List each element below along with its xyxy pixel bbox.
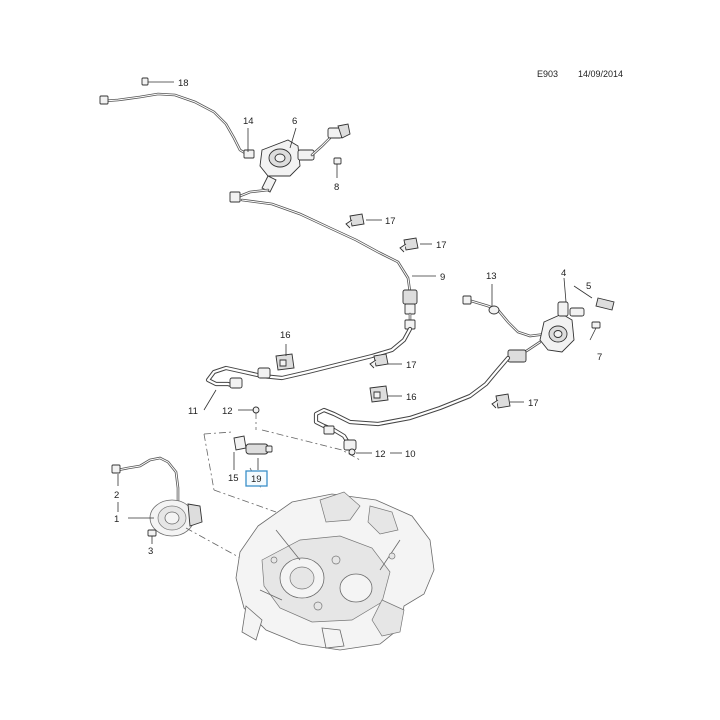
callout-12-lower: 12 (375, 449, 386, 460)
callout-17-upper-a: 17 (385, 216, 396, 227)
callout-8: 8 (334, 182, 339, 193)
callout-17-middle: 17 (406, 360, 417, 371)
clip-17-middle (369, 353, 389, 369)
clip-17-upper-b (399, 237, 419, 253)
callout-16-lower: 16 (406, 392, 417, 403)
callout-16-upper: 16 (280, 330, 291, 341)
callout-4: 4 (561, 268, 566, 279)
assembly-dashline-1 (185, 527, 245, 561)
upper-clutch-pipe (99, 92, 255, 159)
clip-17-right (491, 393, 511, 409)
callout-9: 9 (440, 272, 445, 283)
callout-12-upper: 12 (222, 406, 233, 417)
diagram-date: 14/09/2014 (578, 69, 623, 79)
callout-6: 6 (292, 116, 297, 127)
bolt-7 (589, 321, 601, 341)
clutch-pipe-11 (205, 326, 413, 389)
clip-16-upper (275, 353, 295, 371)
callout-2: 2 (114, 490, 119, 501)
callout-11: 11 (188, 406, 198, 417)
callout-1: 1 (114, 514, 119, 525)
clip-17-upper-a (345, 213, 365, 229)
bolt-8 (333, 157, 342, 178)
leader-lines (117, 77, 593, 544)
callout-15: 15 (228, 473, 239, 484)
callout-5: 5 (586, 281, 591, 292)
concentric-slave-cylinder (111, 456, 203, 537)
assembly-dashline-2 (213, 489, 277, 513)
slave-cylinder-group (203, 406, 361, 491)
callout-14: 14 (243, 116, 254, 127)
transmission-housing (235, 491, 435, 651)
callout-7: 7 (597, 352, 602, 363)
clip-16-lower (369, 385, 389, 403)
clutch-master-cylinder (259, 123, 351, 193)
callout-18: 18 (178, 78, 189, 89)
callout-17-upper-b: 17 (436, 240, 447, 251)
feed-pipe-to-damper (229, 188, 418, 330)
callout-19: 19 (251, 474, 262, 485)
master-cylinder-rh (462, 295, 615, 363)
callout-10: 10 (405, 449, 416, 460)
reference-code: E903 (537, 69, 558, 79)
callout-3: 3 (148, 546, 153, 557)
callout-13: 13 (486, 271, 497, 282)
callout-19-highlight-box (245, 470, 268, 487)
clutch-pipe-10 (313, 355, 511, 451)
callout-17-right: 17 (528, 398, 539, 409)
callouts: 18 14 6 8 17 17 9 13 4 5 7 16 17 16 17 1… (114, 78, 602, 557)
